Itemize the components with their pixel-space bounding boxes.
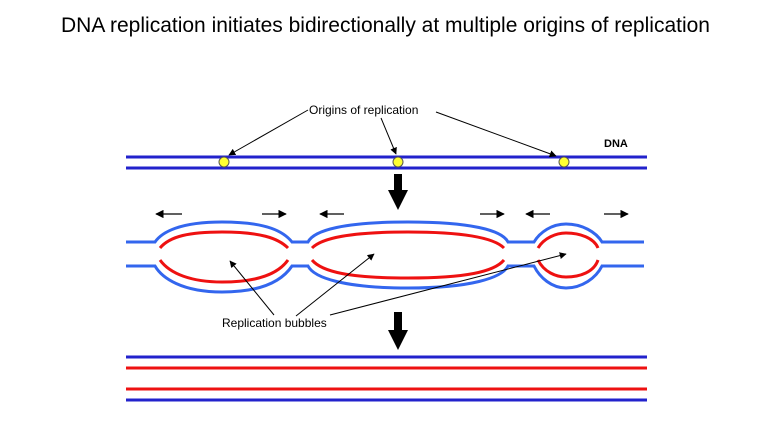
parental-strand-bottom xyxy=(126,264,644,294)
origin-markers xyxy=(218,156,570,168)
new-strand xyxy=(310,258,506,280)
origin-pointer-arrow xyxy=(380,117,397,155)
replication-bubbles xyxy=(126,220,644,294)
origins-label: Origins of replication xyxy=(309,103,418,117)
origin-marker xyxy=(392,156,404,168)
progression-arrow xyxy=(388,312,408,350)
bubble-pointer-arrow xyxy=(295,253,375,317)
bubble-pointer-arrow xyxy=(329,252,567,316)
origin-pointer-arrows xyxy=(228,109,557,158)
origin-marker xyxy=(218,156,230,168)
new-strand xyxy=(536,259,600,279)
dna-label: DNA xyxy=(604,138,628,150)
bubbles-label: Replication bubbles xyxy=(222,316,327,330)
new-strand xyxy=(536,231,600,249)
origin-pointer-arrow xyxy=(228,109,309,156)
parental-dna xyxy=(126,155,647,170)
origin-marker xyxy=(558,156,570,168)
daughter-duplexes xyxy=(126,355,647,402)
new-strand xyxy=(310,230,506,250)
progression-arrow xyxy=(388,174,408,210)
new-strand xyxy=(158,230,290,250)
bubble-pointer-arrow xyxy=(229,260,275,316)
bubble-pointer-arrows xyxy=(229,252,567,317)
origin-pointer-arrow xyxy=(435,111,557,158)
new-strand xyxy=(158,259,290,284)
parental-strand-top xyxy=(126,220,644,244)
page-title: DNA replication initiates bidirectionall… xyxy=(61,14,710,37)
